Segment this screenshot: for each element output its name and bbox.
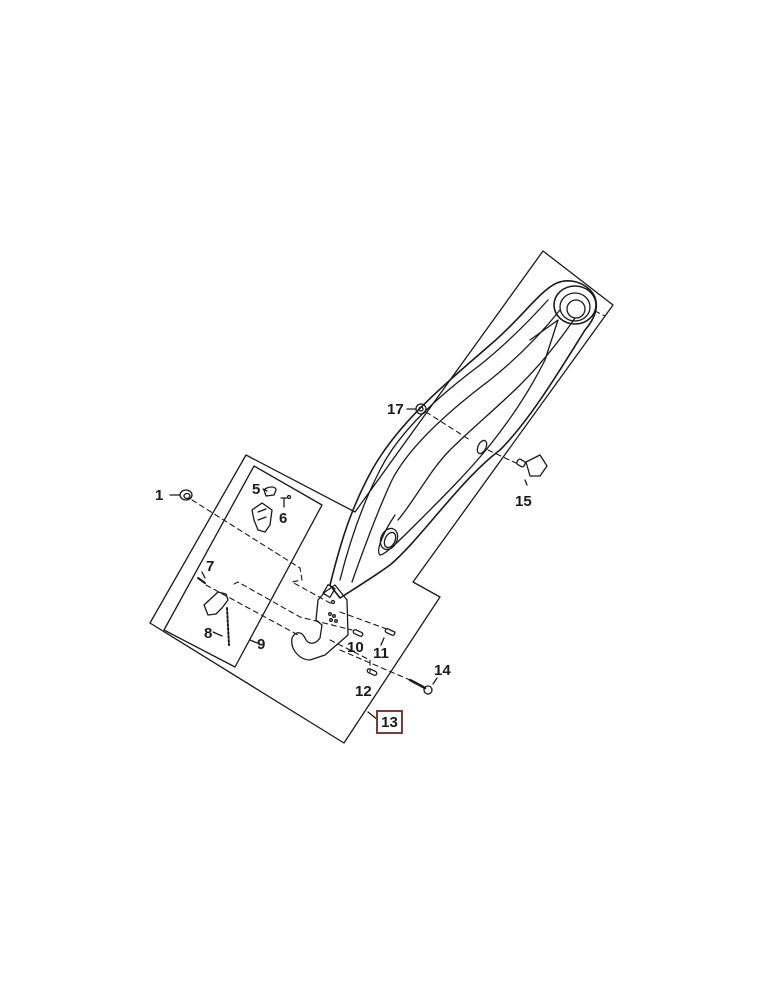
kit-frame bbox=[163, 465, 323, 668]
latch-piece bbox=[203, 591, 229, 616]
callout-10: 10 bbox=[347, 639, 364, 656]
part-1-nut bbox=[179, 489, 193, 501]
part-5-clip bbox=[263, 486, 277, 497]
part-12-pin bbox=[366, 668, 378, 676]
callout-6: 6 bbox=[279, 510, 288, 527]
lower-link-arm bbox=[329, 280, 598, 599]
callout-8: 8 bbox=[204, 625, 213, 642]
callout-13-highlighted[interactable]: 13 bbox=[376, 710, 403, 734]
part-10-pin bbox=[352, 629, 364, 637]
part-6-pin bbox=[280, 494, 292, 508]
callout-5: 5 bbox=[252, 481, 261, 498]
callout-17: 17 bbox=[387, 401, 404, 418]
callout-14: 14 bbox=[434, 662, 451, 679]
callout-9: 9 bbox=[257, 636, 266, 653]
hook-bracket bbox=[291, 584, 349, 661]
callout-11: 11 bbox=[373, 645, 389, 662]
assembly-lines bbox=[191, 310, 606, 681]
latch-bracket bbox=[251, 502, 273, 533]
callout-15: 15 bbox=[515, 493, 532, 510]
part-17-nut bbox=[415, 403, 427, 415]
part-7-pin bbox=[197, 577, 206, 584]
callout-7: 7 bbox=[206, 558, 215, 575]
part-8-spring bbox=[226, 607, 230, 646]
part-15-pivot bbox=[516, 454, 548, 477]
part-14-bolt bbox=[408, 678, 433, 695]
assembly-frame bbox=[149, 250, 614, 744]
callout-12: 12 bbox=[355, 683, 372, 700]
callout-13: 13 bbox=[381, 713, 398, 731]
callout-1: 1 bbox=[155, 487, 164, 504]
